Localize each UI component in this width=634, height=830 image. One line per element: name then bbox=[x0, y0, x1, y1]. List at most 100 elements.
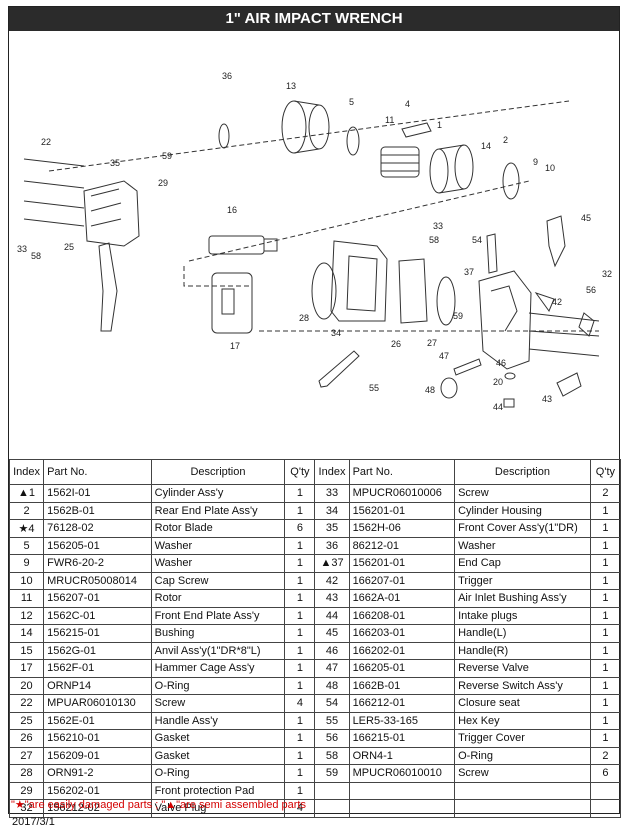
index-cell bbox=[314, 781, 350, 800]
index-cell: 26 bbox=[8, 729, 45, 748]
callout-label: 46 bbox=[496, 358, 506, 368]
qty-cell: 2 bbox=[589, 484, 622, 503]
table-header-row: Index Part No. Description Q'ty Index Pa… bbox=[8, 459, 622, 485]
index-cell: ▲1 bbox=[8, 484, 45, 503]
description-cell: Hex Key bbox=[454, 711, 591, 730]
part-no-cell: 156215-01 bbox=[43, 624, 152, 643]
description-cell: Intake plugs bbox=[454, 606, 591, 625]
description-cell: Trigger bbox=[454, 571, 591, 590]
header-part-no: Part No. bbox=[348, 459, 456, 485]
part-no-cell: 166208-01 bbox=[348, 606, 456, 625]
part-no-cell: 1562G-01 bbox=[43, 641, 152, 660]
description-cell: Rotor bbox=[150, 589, 286, 608]
description-cell: Screw bbox=[454, 764, 591, 783]
description-cell: Screw bbox=[150, 694, 286, 713]
callout-label: 27 bbox=[427, 338, 437, 348]
qty-cell: 1 bbox=[284, 606, 316, 625]
qty-cell: 1 bbox=[589, 641, 622, 660]
index-cell: 56 bbox=[314, 729, 350, 748]
description-cell: Reverse Switch Ass'y bbox=[454, 676, 591, 695]
qty-cell: 1 bbox=[589, 729, 622, 748]
document-date: 2017/3/1 bbox=[12, 816, 55, 828]
exploded-view-drawing: 36 13 5 4 11 1 14 2 9 10 22 59 35 29 16 … bbox=[17, 71, 612, 412]
index-cell: 55 bbox=[314, 711, 350, 730]
index-cell: 25 bbox=[8, 711, 45, 730]
callout-label: 33 bbox=[433, 221, 443, 231]
part-no-cell: ORN91-2 bbox=[43, 764, 152, 783]
qty-cell: 1 bbox=[284, 746, 316, 765]
part-no-cell: 1662B-01 bbox=[348, 676, 456, 695]
header-description: Description bbox=[150, 459, 286, 485]
part-no-cell: 86212-01 bbox=[348, 536, 456, 555]
header-index: Index bbox=[314, 459, 350, 485]
callout-label: 1 bbox=[437, 120, 442, 130]
callout-label: 47 bbox=[439, 351, 449, 361]
part-no-cell: 166202-01 bbox=[348, 641, 456, 660]
qty-cell: 1 bbox=[284, 711, 316, 730]
callout-label: 13 bbox=[286, 81, 296, 91]
part-no-cell: 1562H-06 bbox=[348, 519, 456, 538]
index-cell: 48 bbox=[314, 676, 350, 695]
callout-label: 5 bbox=[349, 97, 354, 107]
qty-cell: 1 bbox=[589, 536, 622, 555]
part-no-cell: LER5-33-165 bbox=[348, 711, 456, 730]
qty-cell: 6 bbox=[284, 519, 316, 538]
header-index: Index bbox=[8, 459, 45, 485]
description-cell: Gasket bbox=[150, 729, 286, 748]
part-no-cell: MPUCR06010010 bbox=[348, 764, 456, 783]
index-cell: 17 bbox=[8, 659, 45, 678]
legend-note: "★"are easily damaged parts ; "▲"are sem… bbox=[11, 799, 306, 811]
description-cell bbox=[454, 799, 591, 818]
header-qty: Q'ty bbox=[589, 459, 622, 485]
header-description: Description bbox=[454, 459, 591, 485]
description-cell: Cylinder Housing bbox=[454, 501, 591, 520]
qty-cell: 1 bbox=[284, 641, 316, 660]
part-no-cell: MRUCR05008014 bbox=[43, 571, 152, 590]
index-cell: 36 bbox=[314, 536, 350, 555]
callout-label: 14 bbox=[481, 141, 491, 151]
callout-label: 25 bbox=[64, 242, 74, 252]
callout-label: 58 bbox=[429, 235, 439, 245]
description-cell: Washer bbox=[150, 554, 286, 573]
callout-label: 16 bbox=[227, 205, 237, 215]
callout-label: 42 bbox=[552, 297, 562, 307]
part-no-cell: 1562F-01 bbox=[43, 659, 152, 678]
part-no-cell: 1562B-01 bbox=[43, 501, 152, 520]
callout-label: 22 bbox=[41, 137, 51, 147]
index-cell: 22 bbox=[8, 694, 45, 713]
index-cell: 34 bbox=[314, 501, 350, 520]
part-no-cell: ORN4-1 bbox=[348, 746, 456, 765]
description-cell: Washer bbox=[454, 536, 591, 555]
part-no-cell: 166212-01 bbox=[348, 694, 456, 713]
description-cell: Handle(R) bbox=[454, 641, 591, 660]
callout-label: 35 bbox=[110, 158, 120, 168]
qty-cell: 1 bbox=[589, 711, 622, 730]
description-cell: End Cap bbox=[454, 554, 591, 573]
callout-label: 56 bbox=[586, 285, 596, 295]
callout-label: 58 bbox=[31, 251, 41, 261]
callout-label: 59 bbox=[453, 311, 463, 321]
callout-label: 48 bbox=[425, 385, 435, 395]
qty-cell: 1 bbox=[284, 764, 316, 783]
description-cell: Handle(L) bbox=[454, 624, 591, 643]
index-cell: 15 bbox=[8, 641, 45, 660]
part-no-cell: MPUCR06010006 bbox=[348, 484, 456, 503]
index-cell: 54 bbox=[314, 694, 350, 713]
qty-cell bbox=[589, 781, 622, 800]
description-cell: Rotor Blade bbox=[150, 519, 286, 538]
index-cell: 46 bbox=[314, 641, 350, 660]
part-no-cell: 156207-01 bbox=[43, 589, 152, 608]
index-cell: 44 bbox=[314, 606, 350, 625]
callout-label: 2 bbox=[503, 135, 508, 145]
callout-label: 45 bbox=[581, 213, 591, 223]
qty-cell: 1 bbox=[284, 536, 316, 555]
description-cell bbox=[454, 781, 591, 800]
callout-label: 59 bbox=[162, 151, 172, 161]
description-cell: O-Ring bbox=[454, 746, 591, 765]
qty-cell: 1 bbox=[284, 624, 316, 643]
